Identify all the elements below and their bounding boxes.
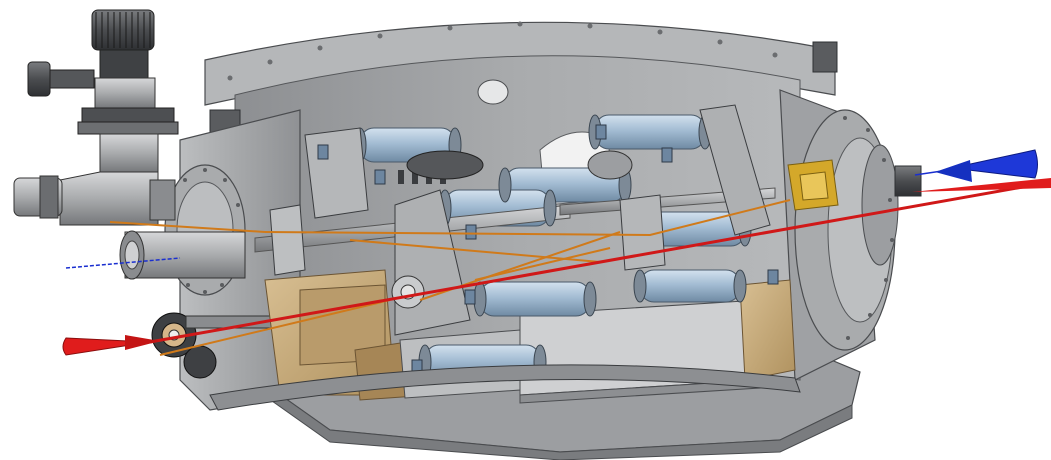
chamber-right-side [779, 89, 922, 381]
mount-brackets [269, 104, 779, 375]
viewport-flange-icon [119, 230, 287, 379]
gauge-valve-icon [13, 9, 179, 226]
chamber-lower-rim [209, 364, 801, 411]
laser-beam-blue-icon [65, 149, 1038, 269]
mount-block [264, 269, 431, 401]
wire-bundle [109, 199, 791, 356]
laser-beam-red-icon [62, 178, 1051, 356]
gold-block [787, 159, 839, 211]
